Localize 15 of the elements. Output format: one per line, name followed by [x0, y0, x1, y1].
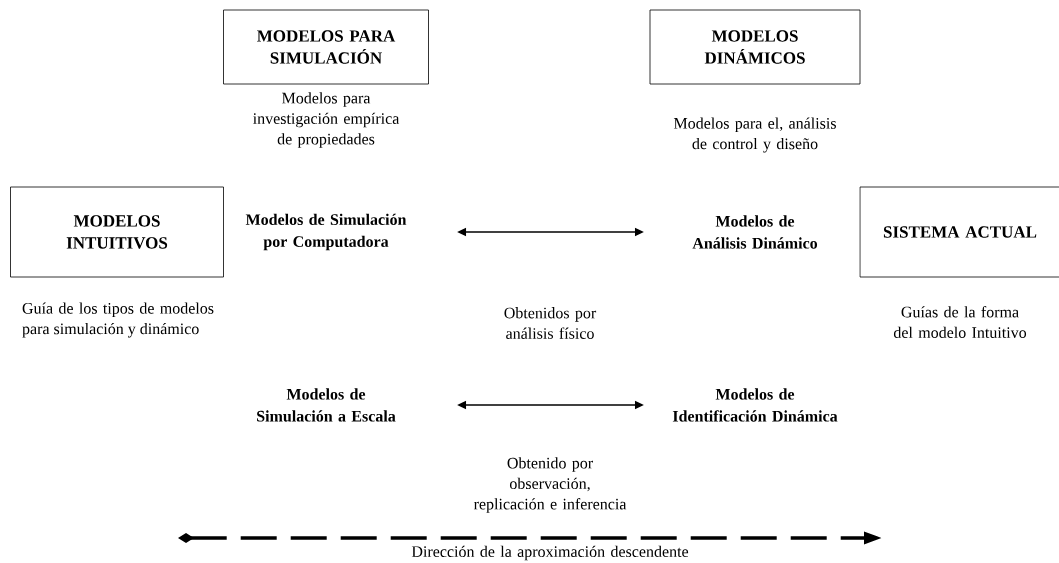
caption-text: Guías de la forma del modelo Intuitivo — [893, 306, 1027, 338]
model-box: MODELOS DINÁMICOS — [649, 9, 861, 85]
caption-text: Guía de los tipos de modelos para simulación y dinámico — [22, 302, 214, 338]
caption-text: Modelos para investigación empírica de propiedades — [253, 92, 400, 148]
note-text: Obtenido por observación, replicación e inferencia — [473, 457, 627, 513]
model-box: MODELOS INTUITIVOS — [10, 186, 224, 278]
model-label: Modelos de Análisis Dinámico — [692, 215, 818, 249]
model-label: Modelos de Simulación por Computadora — [245, 213, 407, 251]
model-label: Modelos de Identificación Dinámica — [672, 388, 838, 422]
caption-text: Modelos para el, análisis de control y diseño — [673, 117, 836, 153]
model-box: MODELOS PARA SIMULACIÓN — [223, 9, 429, 85]
model-box: SISTEMA ACTUAL — [859, 186, 1059, 278]
note-text: Dirección de la aproximación descendente — [411, 545, 689, 561]
note-text: Obtenidos por análisis físico — [504, 307, 597, 339]
model-label: Modelos de Simulación a Escala — [257, 388, 396, 422]
